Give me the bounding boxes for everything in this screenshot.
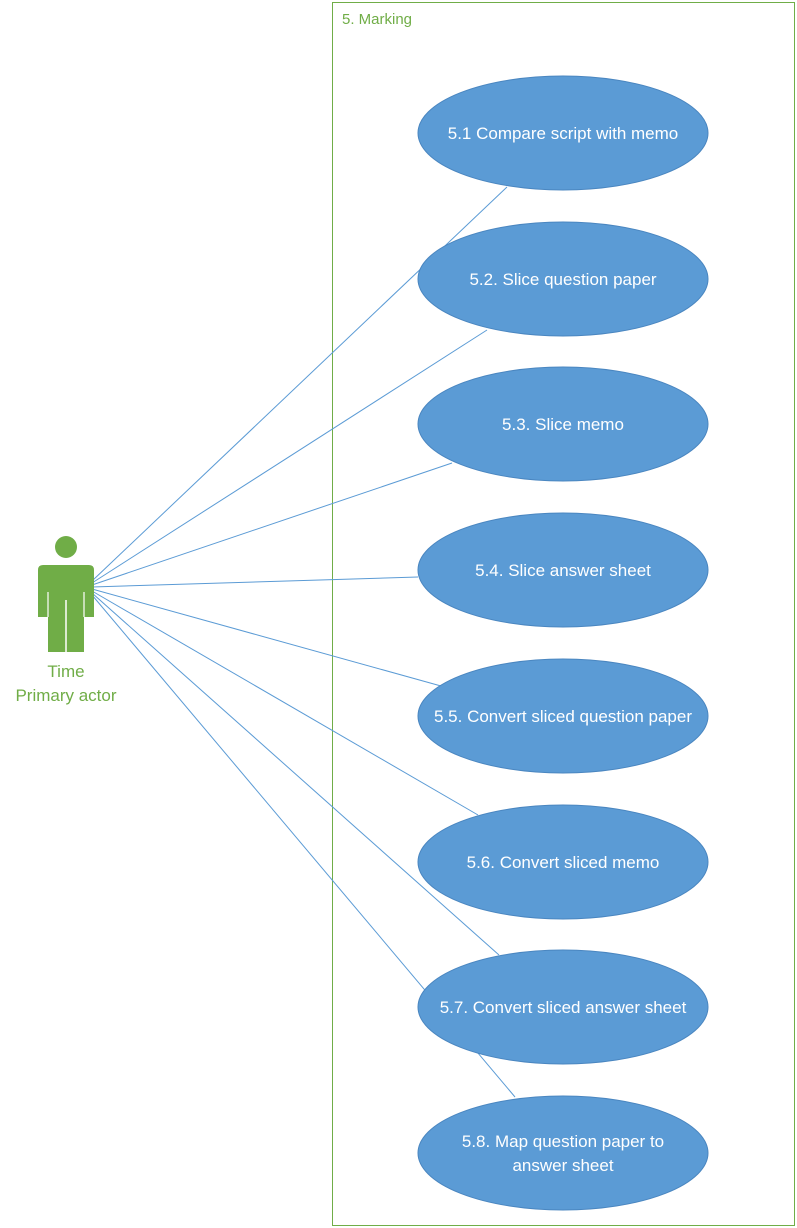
use-case[interactable]: 5.3. Slice memo (417, 366, 709, 482)
use-case-label: 5.4. Slice answer sheet (475, 561, 651, 580)
connectors (91, 186, 516, 1098)
connector-line (91, 588, 442, 687)
system-boundary (332, 2, 795, 1226)
use-case[interactable]: 5.7. Convert sliced answer sheet (417, 949, 709, 1065)
use-cases: 5.1 Compare script with memo 5.2. Slice q… (417, 75, 709, 1211)
use-case-label: 5.1 Compare script with memo (448, 124, 679, 143)
use-case-ellipse (417, 1095, 709, 1211)
use-case[interactable]: 5.6. Convert sliced memo (417, 804, 709, 920)
connector-line (91, 590, 479, 816)
use-case-label: 5.2. Slice question paper (469, 270, 656, 289)
use-case-ellipse (417, 804, 709, 920)
use-case-ellipse (417, 949, 709, 1065)
use-case[interactable]: 5.5. Convert sliced question paper (417, 658, 709, 774)
use-case[interactable]: 5.8. Map question paper to answer sheet (417, 1095, 709, 1211)
use-case-ellipse (417, 221, 709, 337)
use-case[interactable]: 5.2. Slice question paper (417, 221, 709, 337)
actor-role: Primary actor (15, 686, 116, 705)
use-case-label: 5.5. Convert sliced question paper (434, 707, 692, 726)
use-case[interactable]: 5.1 Compare script with memo (417, 75, 709, 191)
person-icon (38, 536, 94, 652)
use-case-ellipse (417, 512, 709, 628)
use-case-label: 5.8. Map question paper to (462, 1132, 664, 1151)
connector-line (91, 329, 488, 584)
use-case[interactable]: 5.4. Slice answer sheet (417, 512, 709, 628)
use-case-ellipse (417, 658, 709, 774)
use-case-label: 5.3. Slice memo (502, 415, 624, 434)
actor[interactable]: Time Primary actor (15, 536, 117, 705)
system-boundary-label: 5. Marking (342, 11, 412, 28)
use-case-label: 5.7. Convert sliced answer sheet (440, 998, 687, 1017)
use-case-ellipse (417, 366, 709, 482)
connector-line (91, 592, 500, 956)
actor-name: Time (47, 662, 84, 681)
use-case-label: 5.6. Convert sliced memo (467, 853, 660, 872)
use-case-label: answer sheet (512, 1156, 613, 1175)
connector-line (91, 576, 419, 588)
connector-line (91, 462, 453, 586)
use-case-ellipse (417, 75, 709, 191)
